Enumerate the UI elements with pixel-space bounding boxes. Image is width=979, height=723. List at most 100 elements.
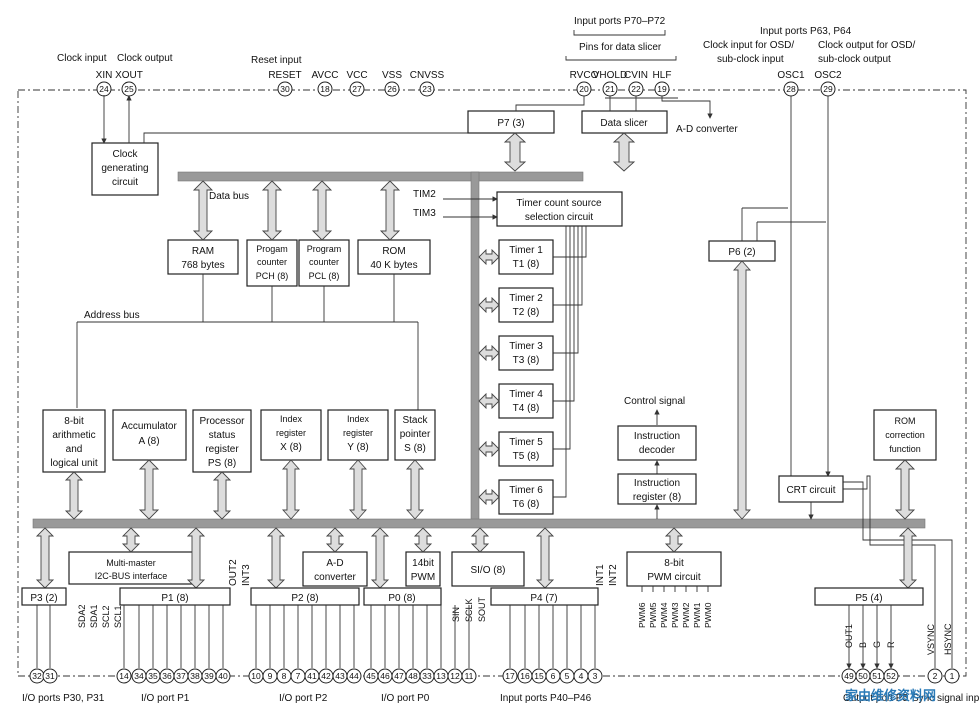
rom-block: [357, 239, 431, 275]
svg-text:27: 27: [352, 84, 362, 94]
svg-text:INT3: INT3: [241, 564, 252, 586]
sio-block: [451, 551, 525, 587]
bottom-labels: I/O ports P30, P31 I/O port P1 I/O port …: [22, 693, 979, 704]
svg-text:29: 29: [823, 84, 833, 94]
svg-text:VSYNC: VSYNC: [926, 623, 936, 655]
svg-text:PWM circuit: PWM circuit: [647, 572, 701, 583]
svg-text:14: 14: [119, 671, 129, 681]
main-bus-bar: [32, 518, 926, 529]
timer-6-block: Timer 6T6 (8): [478, 226, 567, 515]
svg-text:circuit: circuit: [112, 177, 138, 188]
svg-text:Timer 5: Timer 5: [509, 437, 543, 448]
bottom-pin-33: 33: [419, 605, 435, 684]
svg-text:RVCO: RVCO: [570, 70, 599, 81]
svg-text:15: 15: [534, 671, 544, 681]
svg-text:function: function: [889, 444, 921, 454]
svg-text:T2 (8): T2 (8): [513, 307, 540, 318]
svg-text:Index: Index: [347, 414, 370, 424]
svg-text:19: 19: [657, 84, 667, 94]
timer-5-block: Timer 5T5 (8): [478, 226, 571, 467]
svg-text:30: 30: [280, 84, 290, 94]
svg-text:Accumulator: Accumulator: [121, 421, 177, 432]
svg-text:counter: counter: [257, 257, 287, 267]
timer-3-block: Timer 3T3 (8): [478, 226, 579, 371]
svg-text:Instruction: Instruction: [634, 478, 680, 489]
svg-text:Timer 4: Timer 4: [509, 389, 543, 400]
svg-text:46: 46: [380, 671, 390, 681]
svg-text:40 K bytes: 40 K bytes: [370, 260, 417, 271]
bottom-pin-43: 43: [332, 605, 348, 684]
top-pin-29: OSC2 29: [814, 70, 842, 97]
svg-text:6: 6: [551, 671, 556, 681]
svg-text:T6 (8): T6 (8): [513, 499, 540, 510]
svg-text:14bit: 14bit: [412, 558, 434, 569]
svg-text:52: 52: [886, 671, 896, 681]
svg-text:TIM3: TIM3: [413, 208, 436, 219]
svg-text:44: 44: [349, 671, 359, 681]
svg-text:ROM: ROM: [895, 416, 916, 426]
svg-text:AVCC: AVCC: [311, 70, 338, 81]
svg-text:S (8): S (8): [404, 443, 426, 454]
svg-text:13: 13: [436, 671, 446, 681]
svg-text:register: register: [276, 428, 306, 438]
bottom-pin-5: 5: [559, 605, 575, 684]
svg-text:VHOLD: VHOLD: [593, 70, 627, 81]
bottom-pin-32: 32: [29, 605, 45, 684]
p4-register: [490, 587, 599, 606]
svg-text:OUT2: OUT2: [228, 559, 239, 586]
data-bus-bar: [177, 171, 584, 182]
svg-text:34: 34: [134, 671, 144, 681]
svg-text:OSC2: OSC2: [814, 70, 842, 81]
svg-text:Control signal: Control signal: [624, 396, 685, 407]
svg-text:51: 51: [872, 671, 882, 681]
bottom-pin-13: 13: [433, 605, 449, 684]
svg-text:18: 18: [320, 84, 330, 94]
svg-text:P3 (2): P3 (2): [30, 593, 57, 604]
svg-text:selection circuit: selection circuit: [525, 212, 594, 223]
svg-text:PWM: PWM: [411, 572, 435, 583]
svg-text:XIN: XIN: [96, 70, 113, 81]
svg-text:45: 45: [366, 671, 376, 681]
svg-text:35: 35: [148, 671, 158, 681]
svg-text:sub-clock input: sub-clock input: [717, 54, 784, 65]
svg-text:Clock input for OSD/: Clock input for OSD/: [703, 40, 794, 51]
clock-generating-circuit: [91, 142, 159, 196]
svg-text:I/O port P0: I/O port P0: [381, 693, 430, 704]
svg-text:P0 (8): P0 (8): [388, 593, 415, 604]
svg-text:10: 10: [251, 671, 261, 681]
bottom-pin-48: 48: [405, 605, 421, 684]
svg-text:43: 43: [335, 671, 345, 681]
svg-text:SIN: SIN: [451, 607, 461, 622]
bottom-pin-7: 7: [290, 605, 306, 684]
svg-text:Index: Index: [280, 414, 303, 424]
svg-text:23: 23: [422, 84, 432, 94]
svg-text:Address bus: Address bus: [84, 310, 140, 321]
svg-text:40: 40: [218, 671, 228, 681]
svg-text:8: 8: [282, 671, 287, 681]
bottom-pin-2: 2: [927, 668, 943, 684]
vertical-bus-bar: [470, 171, 480, 523]
p3-register: [21, 587, 67, 606]
svg-text:PS (8): PS (8): [208, 458, 236, 469]
svg-text:P5 (4): P5 (4): [855, 593, 882, 604]
svg-text:37: 37: [176, 671, 186, 681]
svg-text:Processor: Processor: [199, 416, 245, 427]
p7-block: [467, 110, 555, 134]
svg-text:PWM0: PWM0: [703, 602, 713, 628]
svg-text:Program: Program: [307, 244, 342, 254]
svg-text:INT2: INT2: [608, 564, 619, 586]
svg-text:PWM6: PWM6: [637, 602, 647, 628]
svg-text:8-bit: 8-bit: [64, 416, 84, 427]
svg-text:register (8): register (8): [633, 492, 681, 503]
svg-text:X (8): X (8): [280, 442, 302, 453]
instruction-register-block: [617, 473, 697, 505]
svg-text:Clock output for OSD/: Clock output for OSD/: [818, 40, 915, 51]
svg-text:register: register: [343, 428, 373, 438]
svg-text:768 bytes: 768 bytes: [181, 260, 224, 271]
